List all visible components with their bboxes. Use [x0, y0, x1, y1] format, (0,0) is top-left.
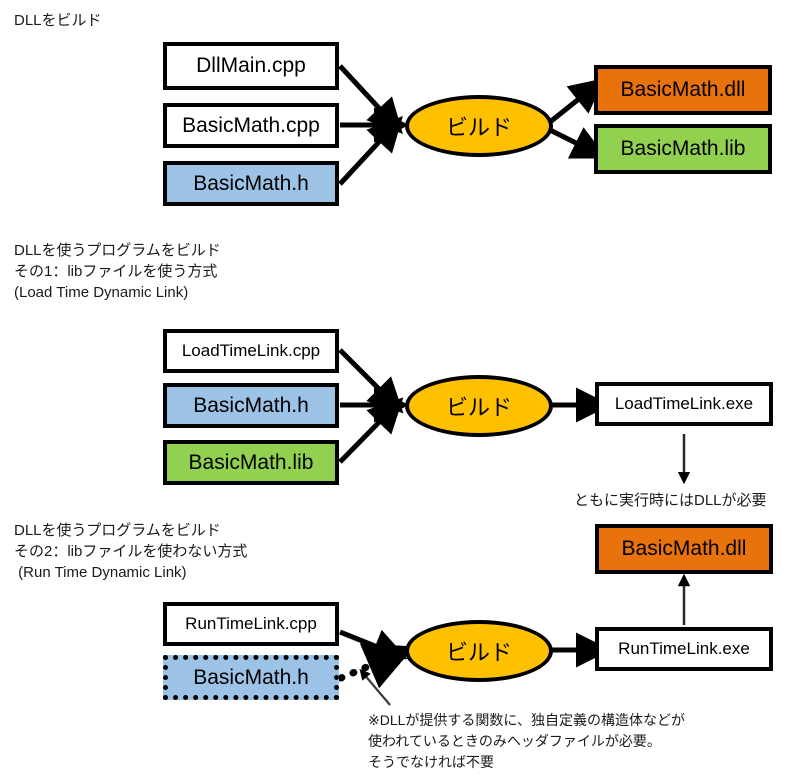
runtime-requirement-note: ともに実行時にはDLLが必要 — [574, 492, 767, 509]
section3-header-dotted-arrow — [337, 643, 415, 689]
node-label: BasicMath.dll — [621, 537, 747, 560]
build-label: ビルド — [445, 115, 512, 140]
node-basicmath-dll-runtime[interactable]: BasicMath.dll — [595, 524, 773, 574]
node-runtimelink-cpp[interactable]: RunTimeLink.cpp — [163, 602, 339, 646]
node-label: BasicMath.cpp — [182, 113, 320, 137]
node-dllmain-cpp[interactable]: DllMain.cpp — [163, 42, 339, 90]
node-loadtimelink-exe[interactable]: LoadTimeLink.exe — [595, 382, 773, 426]
node-label: BasicMath.h — [193, 393, 309, 417]
node-label: LoadTimeLink.exe — [614, 394, 754, 413]
section3-heading-line3: (Run Time Dynamic Link) — [14, 564, 187, 581]
section1-heading: DLLをビルド — [14, 12, 102, 29]
node-label: RunTimeLink.exe — [618, 639, 750, 658]
node-runtimelink-exe[interactable]: RunTimeLink.exe — [595, 627, 773, 671]
build-ellipse-section3[interactable]: ビルド — [405, 620, 553, 682]
node-label: BasicMath.lib — [620, 137, 746, 160]
build-ellipse-section2[interactable]: ビルド — [405, 375, 553, 437]
node-label: LoadTimeLink.cpp — [181, 341, 321, 360]
build-label: ビルド — [445, 395, 512, 420]
node-label: BasicMath.h — [193, 171, 309, 195]
node-label: BasicMath.h — [193, 665, 309, 689]
node-loadtimelink-cpp[interactable]: LoadTimeLink.cpp — [163, 329, 339, 373]
build-label: ビルド — [445, 640, 512, 665]
section2-heading-line1: DLLを使うプログラムをビルド — [14, 242, 221, 259]
node-basicmath-h-section1[interactable]: BasicMath.h — [163, 161, 339, 206]
section2-input-arrows — [338, 348, 409, 464]
section1-output-arrows — [548, 78, 607, 159]
footnote-pointer-arrow — [359, 668, 391, 706]
node-basicmath-lib-output[interactable]: BasicMath.lib — [594, 124, 772, 174]
node-basicmath-h-section3-optional[interactable]: BasicMath.h — [163, 655, 339, 700]
node-basicmath-h-section2[interactable]: BasicMath.h — [163, 383, 339, 428]
node-basicmath-dll-output[interactable]: BasicMath.dll — [594, 65, 772, 115]
node-label: BasicMath.dll — [620, 78, 746, 101]
section2-heading-line3: (Load Time Dynamic Link) — [14, 284, 189, 301]
section3-heading-line2: その2：libファイルを使わない方式 — [14, 543, 248, 560]
build-ellipse-section1[interactable]: ビルド — [405, 95, 553, 157]
section3-heading-line1: DLLを使うプログラムをビルド — [14, 522, 221, 539]
node-label: DllMain.cpp — [196, 54, 306, 77]
node-basicmath-lib-section2[interactable]: BasicMath.lib — [163, 440, 339, 485]
footnote-line2: 使われているときのみヘッダファイルが必要。 — [368, 733, 661, 749]
section1-input-arrows — [338, 64, 409, 186]
section3-cpp-arrow — [339, 629, 408, 663]
node-label: RunTimeLink.cpp — [185, 614, 317, 633]
node-label: BasicMath.lib — [188, 450, 314, 474]
node-basicmath-cpp[interactable]: BasicMath.cpp — [163, 103, 339, 148]
footnote-line3: そうでなければ不要 — [368, 754, 494, 770]
section2-heading-line2: その1：libファイルを使う方式 — [14, 263, 218, 280]
footnote-line1: ※DLLが提供する関数に、独自定義の構造体などが — [368, 712, 685, 728]
